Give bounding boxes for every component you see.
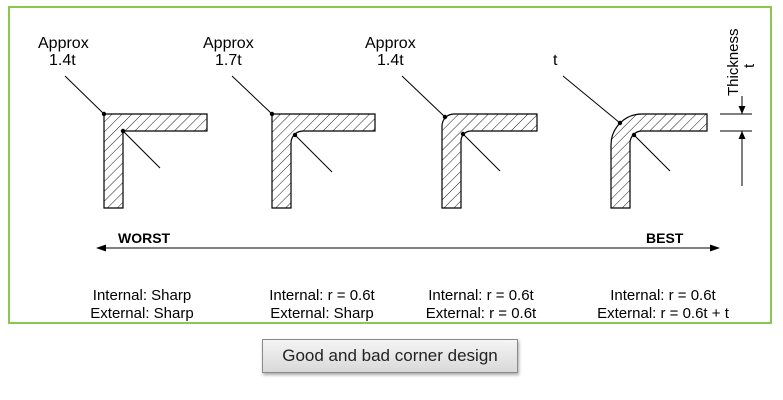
corner-2-internal: Internal: r = 0.6t: [269, 287, 375, 304]
thickness-symbol: t: [741, 63, 758, 68]
corner-3-internal: Internal: r = 0.6t: [428, 287, 534, 304]
callout-3-line2: 1.4t: [377, 52, 404, 69]
thickness-dimension: [720, 96, 752, 186]
corner-profile-1: [103, 113, 208, 209]
corner-profile-4: [610, 113, 708, 209]
corner-2-external: External: Sharp: [270, 305, 373, 322]
callout-1-line1: Approx: [38, 35, 89, 52]
worst-label: WORST: [118, 230, 171, 246]
corner-1-external: External: Sharp: [90, 305, 193, 322]
callout-4-line1: t: [553, 52, 558, 69]
callout-3-line1: Approx: [365, 35, 416, 52]
corner-3-external: External: r = 0.6t: [426, 305, 537, 322]
callout-2-line2: 1.7t: [215, 52, 242, 69]
corner-4-external: External: r = 0.6t + t: [597, 305, 730, 322]
worst-best-arrow: [96, 244, 720, 252]
corner-4-internal: Internal: r = 0.6t: [610, 287, 716, 304]
callout-2-line1: Approx: [203, 35, 254, 52]
thickness-label: Thickness: [725, 28, 742, 96]
corner-design-diagram: Approx 1.4t Approx 1.7t Approx 1.4t t Th…: [38, 28, 758, 322]
figure-caption: Good and bad corner design: [262, 339, 518, 373]
corner-profile-2: [271, 113, 376, 209]
leader-dots: [101, 111, 637, 138]
leader-lines: [64, 75, 671, 173]
corner-1-internal: Internal: Sharp: [93, 287, 191, 304]
callout-1-line2: 1.4t: [49, 52, 76, 69]
thickness-arrowheads: [738, 106, 746, 139]
best-label: BEST: [646, 230, 684, 246]
diagram-frame: Approx 1.4t Approx 1.7t Approx 1.4t t Th…: [8, 6, 772, 324]
